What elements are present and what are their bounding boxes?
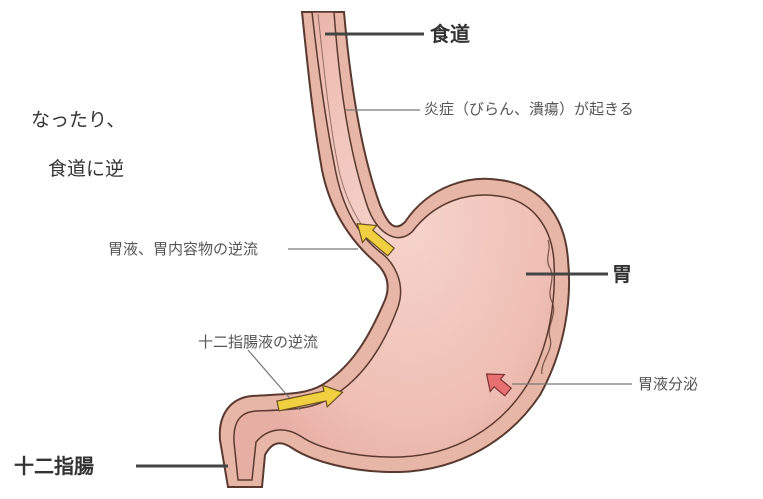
- label-reflux-gastric: 胃液、胃内容物の逆流: [108, 242, 258, 257]
- label-reflux-duodenal: 十二指腸液の逆流: [198, 335, 318, 350]
- label-stomach: 胃: [612, 264, 632, 284]
- label-duodenum: 十二指腸: [14, 456, 94, 476]
- label-inflammation: 炎症（びらん、潰瘍）が起きる: [424, 102, 634, 117]
- label-esophagus: 食道: [430, 24, 470, 44]
- label-gastric-secretion: 胃液分泌: [638, 377, 698, 392]
